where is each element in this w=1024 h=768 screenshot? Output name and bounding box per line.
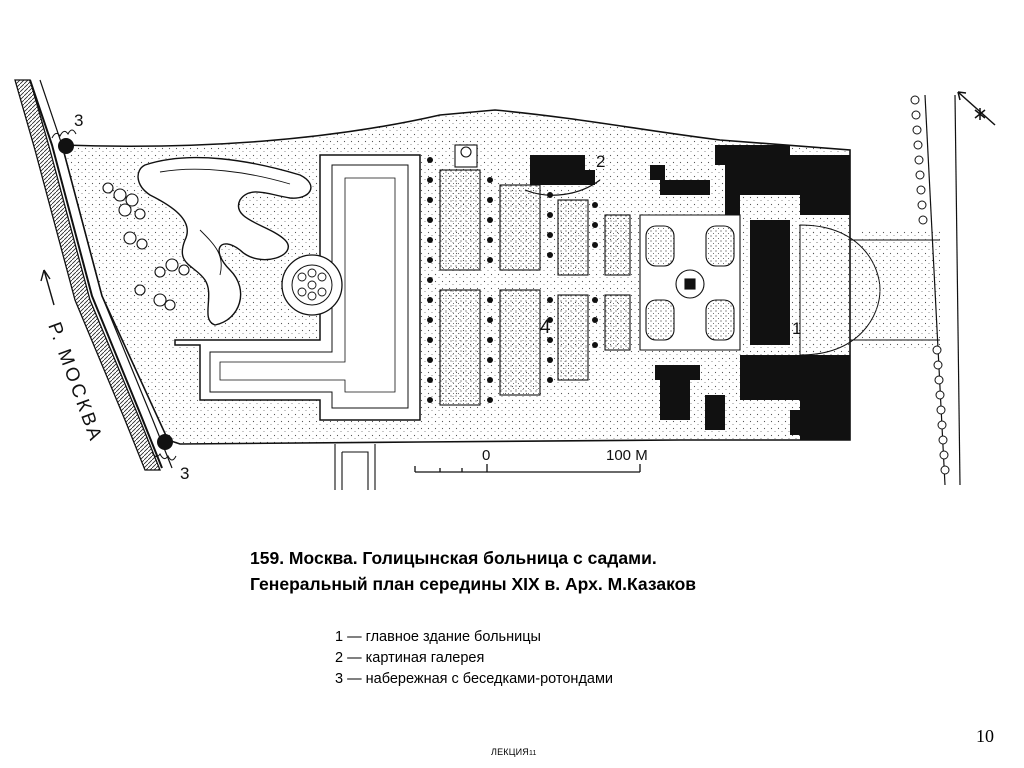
entrance-alley: [334, 444, 376, 490]
caption-line-1: 159. Москва. Голицынская больница с сада…: [250, 548, 657, 568]
street-tree-row: [910, 94, 961, 486]
scale-bar: [414, 464, 641, 473]
legend-item-2: 2 — картиная галерея: [335, 650, 485, 666]
footer-label: ЛЕКЦИЯ: [491, 747, 529, 757]
legend: 1 — главное здание больницы 2 — картиная…: [335, 627, 613, 690]
landscape-garden: [102, 156, 312, 326]
footer-lecture-label: ЛЕКЦИЯ11: [491, 747, 537, 757]
regular-parterre: [174, 154, 421, 421]
site-plan-drawing: Р. МОСКВА 0 100 М 1 2 3 3 4: [14, 79, 996, 490]
marker-garden: 4: [540, 317, 551, 338]
figure-caption: 159. Москва. Голицынская больница с сада…: [250, 545, 890, 597]
page-number: 10: [976, 726, 994, 746]
forecourt: [799, 224, 940, 356]
footer-number: 11: [528, 750, 537, 757]
picture-gallery-building: [524, 155, 601, 196]
scale-zero-label: 0: [482, 447, 490, 464]
courtyard-parterre: [639, 214, 741, 351]
marker-gallery: 2: [596, 152, 605, 171]
marker-embankment-bottom: 3: [180, 464, 189, 483]
north-arrow-icon: [957, 91, 996, 126]
rotunda-top: [51, 129, 77, 154]
marker-embankment-top: 3: [74, 111, 83, 130]
bosquet-beds: [439, 144, 631, 406]
legend-item-1: 1 — главное здание больницы: [335, 629, 541, 645]
river-bank: [14, 79, 173, 471]
rotunda-bottom: [151, 434, 177, 461]
scale-max-label: 100 М: [606, 447, 648, 464]
caption-line-2: Генеральный план середины XIX в. Арх. М.…: [250, 574, 697, 594]
main-hospital-building: [650, 145, 850, 440]
legend-item-3: 3 — набережная с беседками-ротондами: [335, 671, 614, 687]
river-flow-arrow-icon: [40, 269, 55, 306]
marker-main-building: 1: [792, 319, 801, 338]
